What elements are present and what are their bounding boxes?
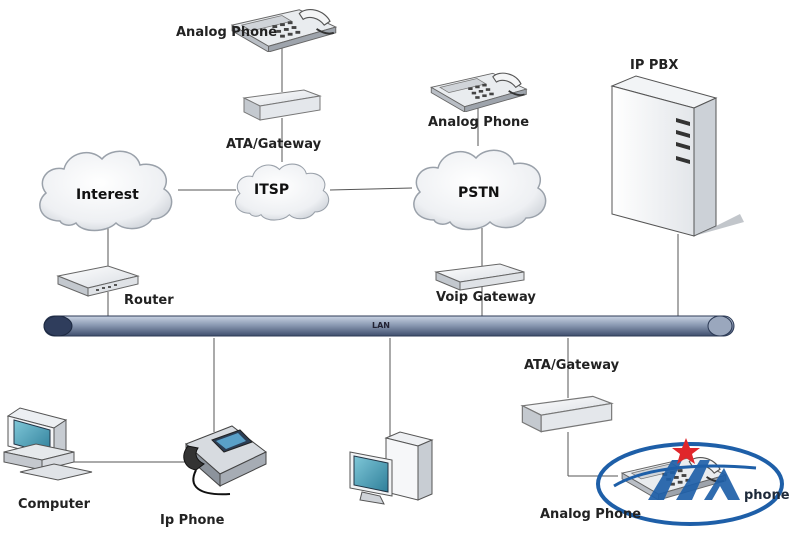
desktop-pc-icon — [349, 431, 434, 505]
ata-gateway-top-label: ATA/Gateway — [226, 137, 322, 152]
router-icon — [56, 265, 140, 297]
interest-label: Interest — [76, 187, 139, 203]
router-label: Router — [124, 293, 174, 308]
analog-phone-bottom-label: Analog Phone — [540, 507, 642, 522]
ip-phone-icon — [183, 425, 267, 496]
ip-phone-label: Ip Phone — [160, 513, 225, 528]
itsp-label: ITSP — [254, 182, 290, 198]
analog-phone-top-label: Analog Phone — [176, 25, 278, 40]
logo-overlap-text: phone — [744, 488, 790, 503]
ata-gateway-bottom-icon — [521, 395, 613, 433]
pstn-label: PSTN — [458, 185, 500, 201]
lan-bus — [43, 315, 735, 337]
company-logo — [596, 438, 784, 526]
ata-gateway-bottom-label: ATA/Gateway — [524, 358, 620, 373]
ip-pbx-server-icon — [610, 75, 744, 237]
analog-phone-mid-label: Analog Phone — [428, 115, 530, 130]
connection-lines — [74, 42, 679, 477]
analog-phone-mid-icon — [430, 72, 528, 112]
lan-label: LAN — [372, 321, 390, 330]
ip-pbx-label: IP PBX — [630, 58, 679, 73]
voip-gateway-label: Voip Gateway — [436, 290, 536, 305]
computer-label: Computer — [18, 497, 91, 512]
ata-gateway-top-icon — [243, 89, 321, 121]
link-itsp-pstn — [329, 187, 413, 191]
computer-icon — [3, 407, 93, 481]
voip-gateway-icon — [434, 263, 525, 291]
